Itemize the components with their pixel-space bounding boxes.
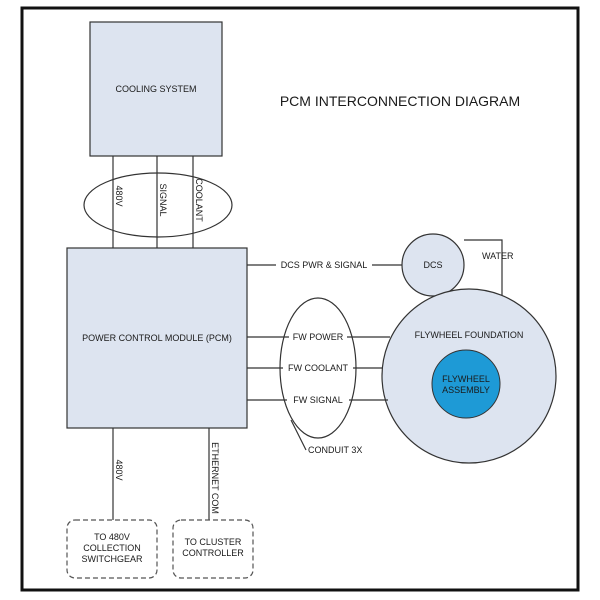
ethernet-com-label: ETHERNET COM: [210, 442, 220, 514]
pcm-480v-label: 480V: [114, 459, 124, 480]
fw-signal-label-bg: [287, 394, 349, 406]
to-cluster-controller-box: [172, 519, 254, 579]
pcm-label: POWER CONTROL MODULE (PCM): [82, 333, 232, 343]
to-480v-label-2: COLLECTION: [83, 543, 141, 553]
water-line: [464, 239, 503, 296]
flywheel-assembly-label-2: ASSEMBLY: [442, 385, 490, 395]
dcs-pwr-signal-label-bg: [276, 258, 372, 271]
dcs-node: [401, 233, 465, 297]
dcs-pwr-signal-label: DCS PWR & SIGNAL: [281, 260, 368, 270]
dcs-label: DCS: [423, 260, 442, 270]
cooling-conduit-ellipse: [83, 172, 233, 238]
diagram-title: PCM INTERCONNECTION DIAGRAM: [280, 93, 520, 109]
fw-conduit-ellipse: [279, 297, 357, 439]
fw-power-label: FW POWER: [293, 332, 344, 342]
pcm-box: [66, 247, 248, 429]
to-480v-label-1: TO 480V: [94, 532, 130, 542]
cooling-480v-label: 480V: [114, 185, 124, 206]
cooling-signal-label: SIGNAL: [158, 183, 168, 216]
flywheel-foundation-label: FLYWHEEL FOUNDATION: [415, 330, 524, 340]
water-label: WATER: [482, 251, 514, 261]
conduit-callout-line: [290, 419, 307, 451]
to-cluster-label-1: TO CLUSTER: [185, 537, 242, 547]
cooling-coolant-label: COOLANT: [194, 178, 204, 222]
cooling-system-box: [89, 21, 223, 157]
fw-coolant-label: FW COOLANT: [288, 363, 349, 373]
conduit-label: CONDUIT 3X: [308, 445, 362, 455]
cooling-system-label: COOLING SYSTEM: [115, 84, 196, 94]
to-480v-collection-box: [66, 519, 158, 579]
to-cluster-label-2: CONTROLLER: [182, 548, 244, 558]
fw-power-label-bg: [289, 331, 347, 343]
to-480v-label-3: SWITCHGEAR: [81, 554, 143, 564]
fw-coolant-label-bg: [283, 362, 353, 374]
flywheel-assembly-label-1: FLYWHEEL: [442, 374, 490, 384]
fw-signal-label: FW SIGNAL: [293, 395, 343, 405]
flywheel-assembly: [431, 349, 501, 419]
